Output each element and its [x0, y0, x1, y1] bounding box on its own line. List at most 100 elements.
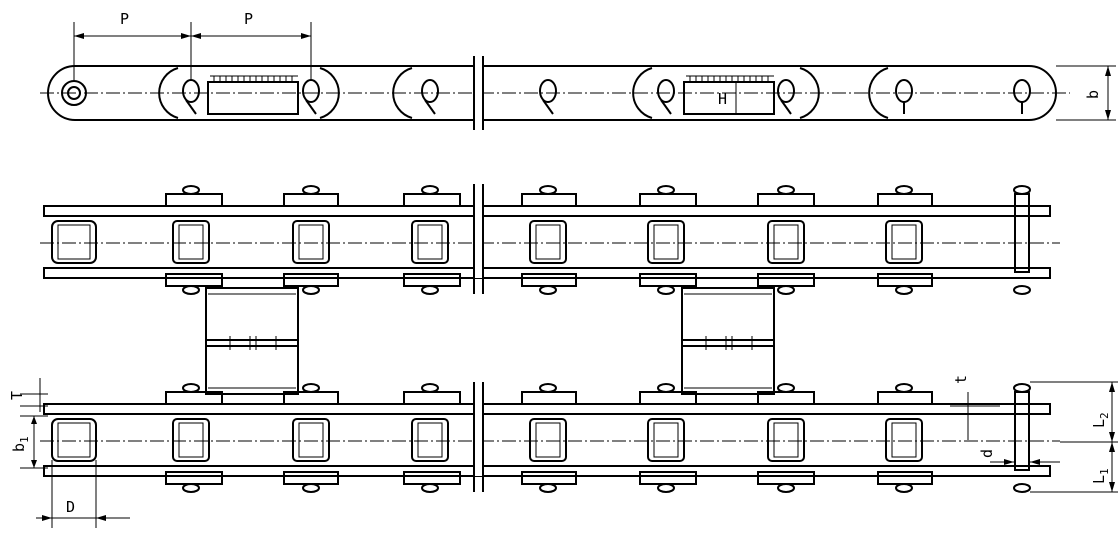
- outer-plate-bottom: [43, 465, 1051, 477]
- inner-plate-bottom: [639, 273, 697, 287]
- inner-plate-top: [403, 391, 461, 405]
- pin-head-bottom: [539, 483, 557, 493]
- cross-slat: [681, 287, 775, 395]
- roller: [411, 418, 449, 462]
- pin-head-bottom: [302, 483, 320, 493]
- break-gap: [475, 186, 482, 278]
- roller-inner: [417, 224, 443, 260]
- inner-plate-top: [283, 193, 339, 207]
- pin-head-top: [777, 383, 795, 393]
- roller: [647, 220, 685, 264]
- dim-t: [950, 392, 1000, 440]
- inner-plate-top: [521, 391, 577, 405]
- pin-head-top: [895, 185, 913, 195]
- pin-head-bottom: [302, 285, 320, 295]
- label-b: b: [1084, 90, 1102, 99]
- roller: [292, 220, 330, 264]
- roller-inner: [773, 422, 799, 458]
- pin-head-top: [1013, 383, 1031, 393]
- pin-head-bottom: [539, 285, 557, 295]
- dim-D: [36, 460, 130, 528]
- inner-plate-bottom: [283, 471, 339, 485]
- pin-head-bottom: [1013, 483, 1031, 493]
- label-H: H: [718, 90, 727, 108]
- inner-plate-bottom: [403, 273, 461, 287]
- label-d: d: [978, 449, 996, 458]
- roller-inner: [417, 422, 443, 458]
- inner-plate-bottom: [757, 471, 815, 485]
- pin: [657, 79, 675, 115]
- inner-plate-bottom: [877, 471, 933, 485]
- label-pitch-1: P: [120, 10, 129, 28]
- roller: [885, 418, 923, 462]
- label-T: T: [8, 391, 26, 400]
- roller-inner: [178, 224, 204, 260]
- roller-inner: [891, 422, 917, 458]
- pin-head-bottom: [657, 285, 675, 295]
- inner-plate-top: [877, 391, 933, 405]
- roller: [885, 220, 923, 264]
- attachment-window: [683, 81, 775, 115]
- end-roller: [51, 220, 97, 264]
- label-pitch-2: P: [244, 10, 253, 28]
- plate-arc: [799, 67, 820, 119]
- pin-head-top: [539, 383, 557, 393]
- pin-head-top: [182, 383, 200, 393]
- outer-plate-top: [43, 403, 1051, 415]
- roller-inner: [298, 224, 324, 260]
- side-attachment: [207, 75, 299, 115]
- inner-plate-bottom: [877, 273, 933, 287]
- roller-inner: [653, 224, 679, 260]
- plate-arc: [392, 67, 413, 119]
- inner-plate-top: [877, 193, 933, 207]
- inner-plate-bottom: [403, 471, 461, 485]
- inner-plate-top: [165, 193, 223, 207]
- pin: [421, 79, 439, 115]
- end-roller-bore: [67, 86, 81, 100]
- inner-plate-bottom: [165, 471, 223, 485]
- roller-inner: [57, 422, 91, 458]
- pin: [182, 79, 200, 115]
- end-roller: [61, 80, 87, 106]
- roller-inner: [891, 224, 917, 260]
- label-L1: L1: [1090, 468, 1111, 484]
- roller-inner: [653, 422, 679, 458]
- pin-head-bottom: [657, 483, 675, 493]
- pitch-dimension: [73, 22, 312, 80]
- roller-inner: [57, 224, 91, 260]
- pin-head-top: [657, 383, 675, 393]
- outer-plate-top: [43, 205, 1051, 217]
- break-gap: [475, 384, 482, 476]
- roller: [767, 418, 805, 462]
- attachment-window: [207, 81, 299, 115]
- pin-head-top: [1013, 185, 1031, 195]
- roller-inner: [298, 422, 324, 458]
- roller: [767, 220, 805, 264]
- pin: [895, 79, 913, 114]
- dim-d: [990, 459, 1060, 465]
- inner-plate-bottom: [639, 471, 697, 485]
- dim-T: [20, 378, 48, 412]
- inner-plate-bottom: [283, 273, 339, 287]
- outer-plate-bottom: [43, 267, 1051, 279]
- pin-head-bottom: [777, 483, 795, 493]
- pin-head-bottom: [421, 285, 439, 295]
- roller-inner: [535, 224, 561, 260]
- strand-upper: [40, 184, 1060, 295]
- side-break-gap: [475, 65, 482, 121]
- inner-plate-bottom: [165, 273, 223, 287]
- side-elevation: H P P b: [40, 10, 1116, 130]
- inner-plate-bottom: [521, 471, 577, 485]
- pin: [1013, 79, 1031, 114]
- roller: [292, 418, 330, 462]
- pin-head-bottom: [777, 285, 795, 295]
- side-pins: [182, 79, 1031, 115]
- roller: [529, 418, 567, 462]
- roller-inner: [773, 224, 799, 260]
- inner-plate-top: [521, 193, 577, 207]
- pin-head-top: [657, 185, 675, 195]
- inner-plate-top: [403, 193, 461, 207]
- end-roller: [51, 418, 97, 462]
